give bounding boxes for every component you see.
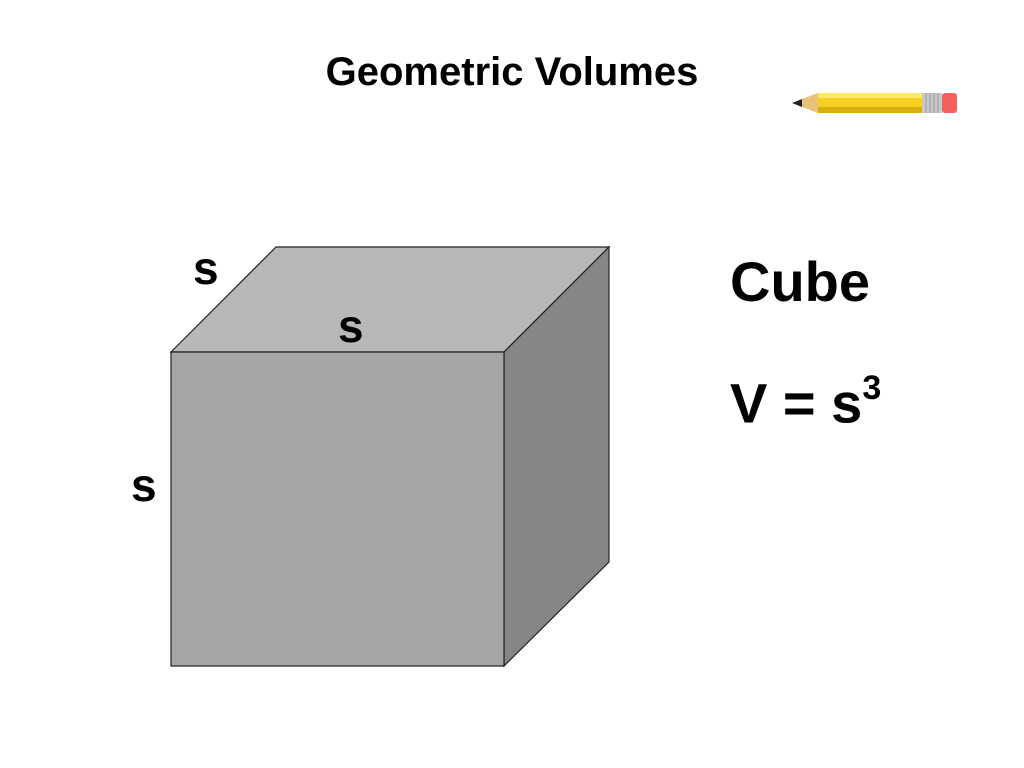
formula-exponent: 3 — [862, 369, 882, 407]
shape-name: Cube — [730, 250, 870, 313]
edge-label-height: s — [131, 459, 157, 511]
edge-label-width: s — [338, 300, 364, 352]
slide-title: Geometric Volumes — [325, 50, 699, 94]
volume-formula: V = s3 — [730, 360, 881, 436]
cube-front-face — [170, 351, 505, 667]
edge-label-depth: s — [193, 242, 219, 294]
formula-base: V = s — [730, 371, 863, 435]
pencil-icon — [792, 93, 957, 113]
cube-diagram — [169, 245, 611, 668]
